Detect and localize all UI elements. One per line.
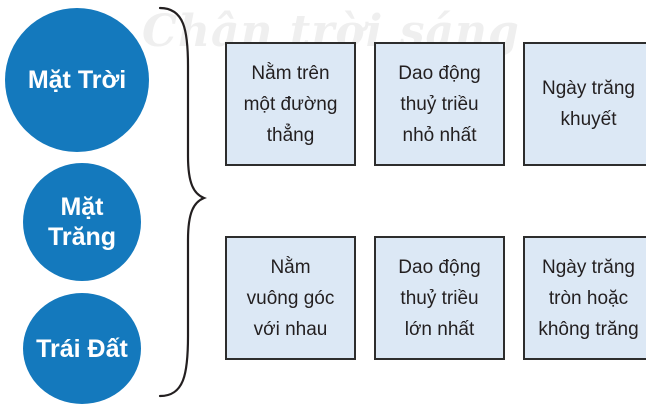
box-label: Ngày trăng khuyết [542, 78, 635, 130]
box-label: Ngày trăng tròn hoặc không trăng [538, 256, 639, 340]
box-label: Dao động thuỷ triều lớn nhất [398, 256, 481, 340]
box-full-or-new-moon-day: Ngày trăng tròn hoặc không trăng [523, 236, 646, 360]
box-smallest-tidal-range: Dao động thuỷ triều nhỏ nhất [374, 42, 505, 166]
box-largest-tidal-range: Dao động thuỷ triều lớn nhất [374, 236, 505, 360]
box-label: Nằm trên một đường thẳng [243, 62, 338, 146]
circle-sun-label: Mặt Trời [27, 66, 127, 94]
box-label: Dao động thuỷ triều nhỏ nhất [398, 62, 481, 146]
circle-earth-label: Trái Đất [36, 334, 128, 363]
circle-sun: Mặt Trời [5, 8, 149, 152]
circle-earth: Trái Đất [23, 293, 141, 404]
box-label: Nằm vuông góc với nhau [246, 256, 335, 340]
box-perpendicular: Nằm vuông góc với nhau [225, 236, 356, 360]
box-aligned-straight-line: Nằm trên một đường thẳng [225, 42, 356, 166]
curly-brace [158, 6, 207, 398]
box-crescent-moon-day: Ngày trăng khuyết [523, 42, 646, 166]
circle-moon-label: Mặt Trăng [47, 193, 117, 251]
circle-moon: Mặt Trăng [23, 163, 141, 281]
